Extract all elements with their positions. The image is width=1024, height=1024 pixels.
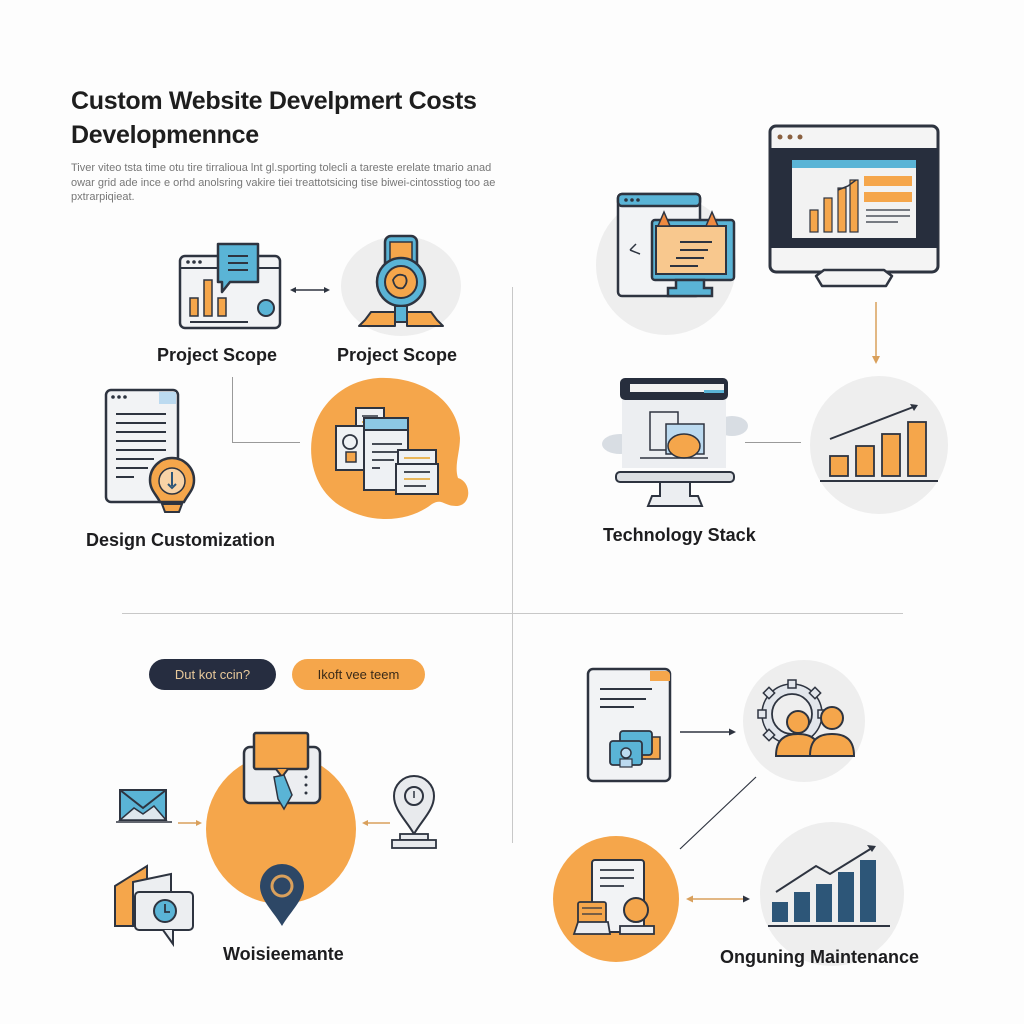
title-line-2: Developmennce <box>71 121 259 149</box>
arrow-right-to-circle-icon <box>178 819 202 827</box>
dark-pill-button[interactable]: Dut kot ccin? <box>149 659 276 690</box>
magnifier-trophy-icon <box>355 234 447 334</box>
page-description: Tiver viteo tsta time otu tire tirraliou… <box>71 162 496 203</box>
chat-clock-icon <box>113 862 197 948</box>
location-pin-stand-icon <box>390 774 438 850</box>
document-bulb-icon <box>104 388 204 523</box>
orange-pill-button[interactable]: Ikoft vee teem <box>292 659 425 690</box>
workspace-icon <box>572 858 664 938</box>
chat-laptop-icon <box>240 731 322 811</box>
project-scope-right-label: Project Scope <box>337 345 458 365</box>
technology-stack-label: Technology Stack <box>603 525 756 545</box>
ongoing-maintenance-label: Onguning Maintenance <box>720 947 920 967</box>
diagonal-connector <box>678 775 758 851</box>
horizontal-divider <box>122 613 903 614</box>
title-line-1: Custom Website Develpmert Costs <box>71 87 477 115</box>
documents-blob-icon <box>308 376 469 524</box>
design-customization-label: Design Customization <box>86 530 276 550</box>
connector-line-vertical <box>232 377 233 443</box>
bottom-left-label: Woisieemante <box>223 944 344 964</box>
connector-line-horizontal <box>232 442 300 443</box>
envelope-icon <box>116 788 172 824</box>
vertical-divider <box>512 287 513 843</box>
bidirectional-arrow-icon <box>686 895 750 903</box>
connector-line-tech <box>745 442 801 443</box>
dashboard-chat-icon <box>178 242 283 332</box>
arrow-right-icon <box>680 728 736 736</box>
document-devices-icon <box>586 667 672 783</box>
project-scope-left-label: Project Scope <box>157 345 278 365</box>
gear-people-icon <box>750 679 860 760</box>
growth-chart-blue-icon <box>768 842 892 928</box>
double-arrow-icon <box>290 285 330 295</box>
monitor-dashboard-icon <box>768 124 940 290</box>
tech-monitor-icon <box>600 376 750 512</box>
location-pin-dark-icon <box>258 862 306 928</box>
down-arrow-icon <box>872 302 880 364</box>
growth-chart-orange-icon <box>818 402 942 484</box>
arrow-left-to-circle-icon <box>362 819 390 827</box>
page-title: Custom Website Develpmert Costs Developm… <box>71 84 477 152</box>
browser-code-icon <box>616 190 741 302</box>
